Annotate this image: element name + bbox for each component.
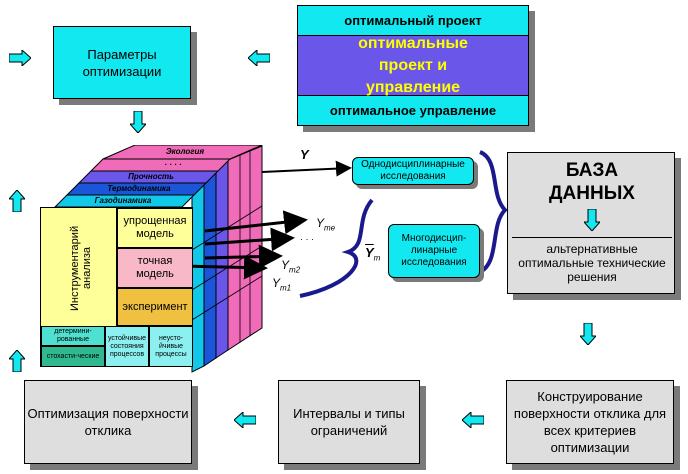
database-title-line2: ДАННЫХ <box>549 183 635 204</box>
process-stochastic: стохасти-ческие <box>41 346 105 367</box>
cube-front-face: Инструментарий анализа упрощенная модель… <box>40 207 193 367</box>
database-alternatives: альтернативные оптимальные технические р… <box>518 242 666 284</box>
construct-response-surface-label: Конструирование поверхности отклика для … <box>513 389 667 455</box>
multi-discipline-studies: Многодисцип-линарные исследования <box>388 224 480 278</box>
database-title-line1: БАЗА <box>565 160 619 181</box>
output-ym1: Ym1 <box>272 276 292 293</box>
arrow-ym2 <box>204 244 283 269</box>
layer-gasdynamics: Газодинамика <box>94 196 152 205</box>
layer-thermodynamics: Термодинамика <box>107 184 171 193</box>
objectives-stack: оптимальный проект оптимальные проект и … <box>297 5 529 126</box>
arrow-ym1 <box>181 255 268 280</box>
cube-top <box>40 144 270 220</box>
arrow-ym-mid <box>204 227 295 252</box>
brace-outputs <box>299 198 374 298</box>
optimization-parameters-box: Параметры оптимизации <box>53 26 191 99</box>
arrow-yme <box>204 210 308 235</box>
arrow-up-left-icon <box>7 189 27 213</box>
optimize-response-surface-label: Оптимизация поверхности отклика <box>27 406 189 438</box>
output-ym2: Ym2 <box>281 258 301 275</box>
arrow-construct-to-constraints-icon <box>461 410 485 430</box>
model-simplified: упрощенная модель <box>117 208 193 248</box>
objective-optimal-control: оптимальное управление <box>298 96 528 125</box>
arrow-db-down-icon <box>582 208 602 232</box>
arrow-db-to-construct-icon <box>578 322 598 346</box>
arrow-up-bottom-left-icon <box>7 349 27 373</box>
database-box: БАЗА ДАННЫХ альтернативные оптимальные т… <box>507 152 675 294</box>
construct-response-surface-box: Конструирование поверхности отклика для … <box>506 380 674 464</box>
arrow-objectives-to-params-icon <box>247 48 271 68</box>
process-deterministic: детермини-рованные <box>41 326 105 346</box>
optimize-response-surface-box: Оптимизация поверхности отклика <box>24 380 192 464</box>
arrow-y <box>261 160 352 177</box>
instrument-column: Инструментарий анализа <box>41 208 117 326</box>
objective-optimal-design-and-control: оптимальные проект и управление <box>298 35 528 96</box>
layer-ecology: Экология <box>165 147 205 156</box>
process-unstable: неусто-йчивые процессы <box>149 326 193 367</box>
arrow-constraints-to-optimize-icon <box>233 410 257 430</box>
optimization-parameters-label: Параметры оптимизации <box>82 46 162 79</box>
constraints-label: Интервалы и типы ограничений <box>293 406 405 438</box>
output-ybar-m: Ym <box>365 245 381 263</box>
constraints-box: Интервалы и типы ограничений <box>278 380 420 464</box>
output-yme: Yme <box>316 216 336 233</box>
arrow-params-to-cube-icon <box>128 110 148 134</box>
output-y: Y <box>300 147 309 162</box>
objective-optimal-design: оптимальный проект <box>298 6 528 36</box>
single-discipline-studies: Однодисциплинарные исследования <box>352 157 474 185</box>
brace-studies <box>478 150 508 274</box>
arrow-into-params-icon <box>8 48 32 68</box>
output-dots: · · · <box>300 234 314 244</box>
model-exact: точная модель <box>117 248 193 288</box>
process-stable-states: устойчивые состояния процессов <box>105 326 149 367</box>
layer-dots: · · · · <box>164 160 182 169</box>
model-experiment: эксперимент <box>117 288 193 326</box>
layer-strength: Прочность <box>128 172 174 181</box>
instrument-label: Инструментарий анализа <box>69 225 93 311</box>
